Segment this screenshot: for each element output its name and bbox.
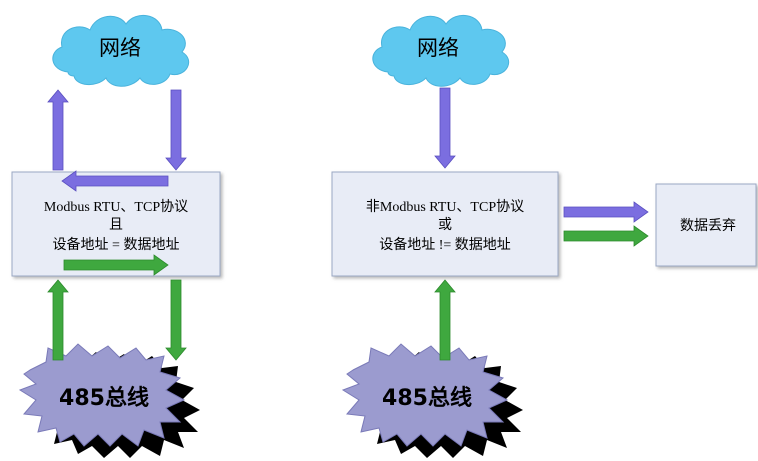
left-box-line-3: 设备地址 = 数据地址 [53, 236, 180, 253]
left-network-cloud: 网络 [52, 15, 190, 87]
left-condition-box: Modbus RTU、TCP协议 且 设备地址 = 数据地址 [11, 171, 221, 277]
right-network-label: 网络 [417, 36, 459, 60]
left-up-from-bus-arrow [47, 279, 69, 361]
left-box-line-2: 且 [109, 218, 123, 233]
discard-box: 数据丢弃 [655, 183, 757, 267]
left-485-bus: 485总线 [18, 343, 200, 458]
right-box-line-1: 非Modbus RTU、TCP协议 [366, 199, 524, 215]
left-box-line-1: Modbus RTU、TCP协议 [44, 199, 188, 215]
cloud-shape [372, 15, 510, 87]
right-condition-box: 非Modbus RTU、TCP协议 或 设备地址 != 数据地址 [331, 171, 559, 277]
right-down-from-network-arrow [434, 87, 456, 169]
right-box-line-2: 或 [438, 217, 452, 233]
left-down-from-network-arrow [165, 89, 187, 171]
left-down-to-bus-arrow [165, 279, 187, 361]
left-bus-label: 485总线 [59, 385, 149, 411]
right-box-line-3: 设备地址 != 数据地址 [379, 236, 511, 253]
right-network-cloud: 网络 [372, 15, 510, 87]
left-inner-right-arrow [63, 254, 169, 276]
right-up-from-bus-arrow [434, 279, 456, 361]
left-inner-left-arrow [61, 170, 169, 192]
left-up-to-network-arrow [47, 89, 69, 171]
left-network-label: 网络 [99, 36, 141, 60]
right-485-bus: 485总线 [341, 343, 523, 458]
bus-shape [341, 343, 509, 447]
discard-label: 数据丢弃 [680, 218, 736, 234]
right-bus-label: 485总线 [382, 385, 472, 411]
bus-shape [18, 343, 186, 447]
right-to-discard-green-arrow [563, 225, 649, 247]
cloud-shape [52, 15, 190, 87]
right-to-discard-purple-arrow [563, 201, 649, 223]
